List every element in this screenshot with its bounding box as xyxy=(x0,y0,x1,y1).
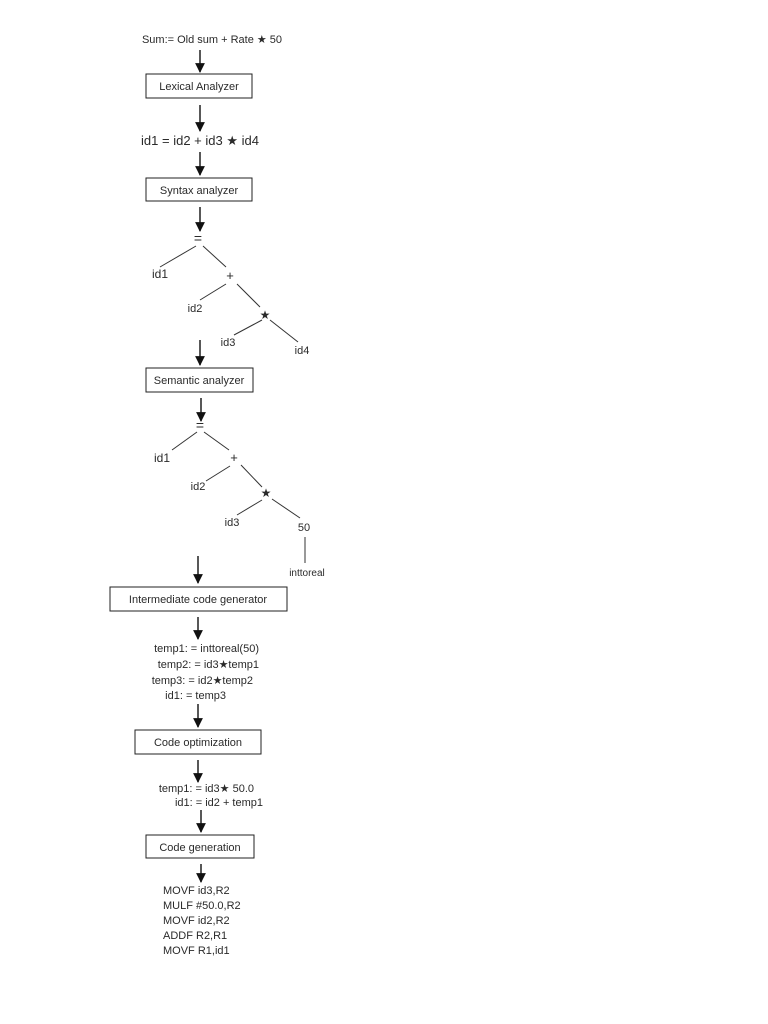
semantic-tree-times: ★ xyxy=(261,486,272,500)
syntax-tree-id3: id3 xyxy=(221,337,236,349)
optimized-code-line: id1: = id2 + temp1 xyxy=(175,797,263,809)
semantic-tree-edge xyxy=(203,431,230,451)
semantic-tree-conversion: inttoreal xyxy=(289,568,325,579)
syntax-tree-lhs: id1 xyxy=(152,267,168,281)
target-code-line: MOVF R1,id1 xyxy=(163,945,230,957)
semantic-tree-edge xyxy=(240,464,263,488)
target-code-line: MOVF id3,R2 xyxy=(163,885,230,897)
code-optimization-label: Code optimization xyxy=(154,737,242,749)
semantic-analyzer-label: Semantic analyzer xyxy=(154,375,245,387)
syntax-tree-times: ★ xyxy=(260,308,271,322)
semantic-tree-id3: id3 xyxy=(225,517,240,529)
syntax-tree-edge xyxy=(199,283,227,301)
syntax-tree: = id1 + id2 ★ id3 id4 xyxy=(152,230,309,357)
intermediate-code-generator-label: Intermediate code generator xyxy=(129,594,268,606)
semantic-tree-plus: + xyxy=(230,450,238,465)
syntax-tree-edge xyxy=(233,319,263,336)
target-code-line: ADDF R2,R1 xyxy=(163,930,227,942)
input-statement: Sum:= Old sum + Rate ★ 50 xyxy=(142,34,282,46)
optimized-code-line: temp1: = id3★ 50.0 xyxy=(159,783,254,795)
target-code-line: MOVF id2,R2 xyxy=(163,915,230,927)
syntax-tree-plus: + xyxy=(226,268,234,283)
intermediate-code-line: temp2: = id3★temp1 xyxy=(158,659,259,671)
semantic-tree-edge xyxy=(236,499,263,516)
token-stream: id1 = id2 + id3 ★ id4 xyxy=(141,133,259,148)
syntax-tree-root: = xyxy=(194,230,202,246)
intermediate-code-line: id1: = temp3 xyxy=(165,690,226,702)
intermediate-code-generator-box: Intermediate code generator xyxy=(109,586,288,612)
syntax-tree-edge xyxy=(159,245,197,268)
optimized-code-block: temp1: = id3★ 50.0 id1: = id2 + temp1 xyxy=(159,783,263,809)
syntax-tree-id4: id4 xyxy=(295,345,310,357)
syntax-tree-edge xyxy=(269,319,299,343)
syntax-analyzer-box: Syntax analyzer xyxy=(145,177,253,202)
lexical-analyzer-box: Lexical Analyzer xyxy=(145,73,253,99)
intermediate-code-block: temp1: = inttoreal(50) temp2: = id3★temp… xyxy=(152,643,259,702)
intermediate-code-line: temp1: = inttoreal(50) xyxy=(154,643,259,655)
target-code-line: MULF #50.0,R2 xyxy=(163,900,241,912)
semantic-analyzer-box: Semantic analyzer xyxy=(145,367,254,393)
code-generation-label: Code generation xyxy=(159,842,240,854)
code-generation-box: Code generation xyxy=(145,834,255,859)
target-code-block: MOVF id3,R2 MULF #50.0,R2 MOVF id2,R2 AD… xyxy=(163,885,241,957)
code-optimization-box: Code optimization xyxy=(134,729,262,755)
semantic-tree-lhs: id1 xyxy=(154,451,170,465)
semantic-tree-edge xyxy=(171,431,198,451)
syntax-tree-edge xyxy=(202,245,227,268)
semantic-tree: = id1 + id2 ★ id3 50 inttoreal xyxy=(154,417,325,579)
syntax-analyzer-label: Syntax analyzer xyxy=(160,185,239,197)
semantic-tree-root: = xyxy=(196,417,204,433)
semantic-tree-const: 50 xyxy=(298,522,310,534)
syntax-tree-edge xyxy=(236,283,261,308)
semantic-tree-edge xyxy=(271,498,301,519)
semantic-tree-edge xyxy=(205,465,231,482)
syntax-tree-id2: id2 xyxy=(188,303,203,315)
intermediate-code-line: temp3: = id2★temp2 xyxy=(152,675,253,687)
semantic-tree-id2: id2 xyxy=(191,481,206,493)
lexical-analyzer-label: Lexical Analyzer xyxy=(159,81,239,93)
